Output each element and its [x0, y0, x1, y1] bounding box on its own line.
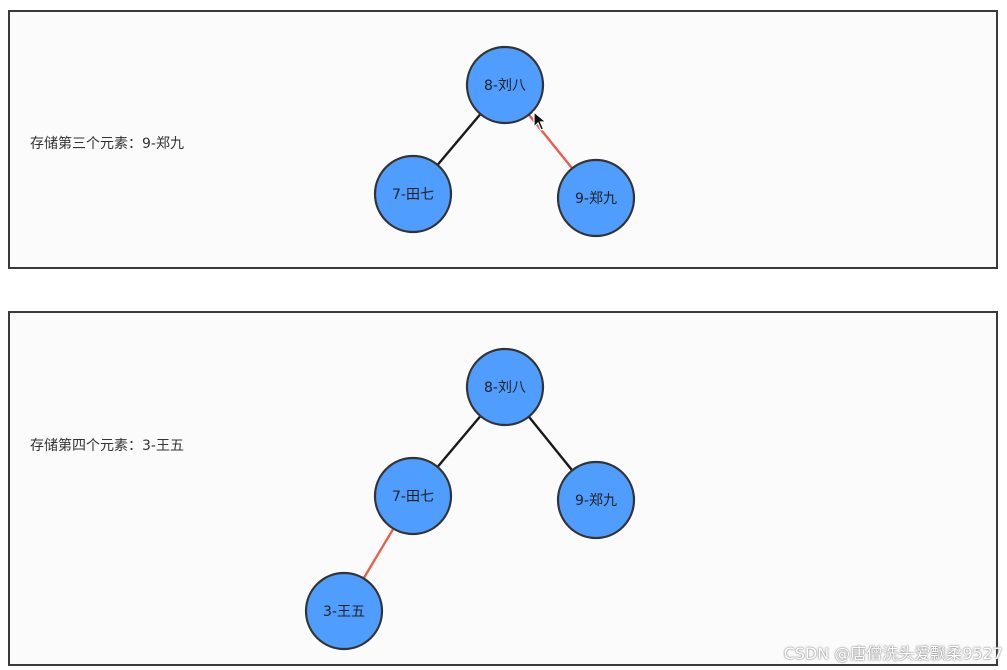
tree-node-label: 7-田七: [392, 489, 434, 505]
tree-edge-n7-n3-new: [362, 527, 395, 580]
mouse-pointer-icon: [533, 111, 547, 131]
watermark: CSDN @唐僧洗头爱飘柔9527: [783, 644, 1003, 663]
tree-node-n8: 8-刘八: [465, 347, 545, 427]
tree-node-n8: 8-刘八: [465, 45, 545, 125]
tree-edge-n8-n7: [436, 414, 482, 469]
tree-node-circle: [373, 456, 453, 536]
tree-node-circle: [465, 45, 545, 125]
tree-edge-n8-n9: [527, 415, 574, 472]
tree-edge-n8-n7: [436, 112, 482, 167]
tree-node-circle: [304, 571, 384, 651]
tree-node-n3: 3-王五: [304, 571, 384, 651]
tree-node-n7: 7-田七: [373, 154, 453, 234]
step-caption: 存储第四个元素：3-王五: [30, 438, 184, 454]
tree-node-n7: 7-田七: [373, 456, 453, 536]
tree-node-label: 3-王五: [323, 604, 365, 620]
diagram-panel-step-4: 存储第四个元素：3-王五 8-刘八 7-田七 9-郑九 3-王五: [8, 311, 998, 666]
diagram-panel-step-3: 存储第三个元素：9-郑九 8-刘八 7-田七 9-郑九: [8, 10, 998, 269]
tree-node-label: 7-田七: [392, 187, 434, 203]
tree-node-circle: [556, 158, 636, 238]
tree-diagram: 8-刘八 7-田七 9-郑九: [373, 45, 636, 238]
step-caption: 存储第三个元素：9-郑九: [30, 136, 184, 152]
tree-node-circle: [373, 154, 453, 234]
tree-node-n9: 9-郑九: [556, 460, 636, 540]
tree-diagram: 8-刘八 7-田七 9-郑九 3-王五: [304, 347, 636, 651]
tree-node-label: 9-郑九: [575, 191, 617, 207]
tree-node-circle: [465, 347, 545, 427]
tree-node-circle: [556, 460, 636, 540]
tree-node-label: 9-郑九: [575, 493, 617, 509]
tree-node-n9: 9-郑九: [556, 158, 636, 238]
tree-node-label: 8-刘八: [484, 78, 526, 94]
tree-node-label: 8-刘八: [484, 380, 526, 396]
